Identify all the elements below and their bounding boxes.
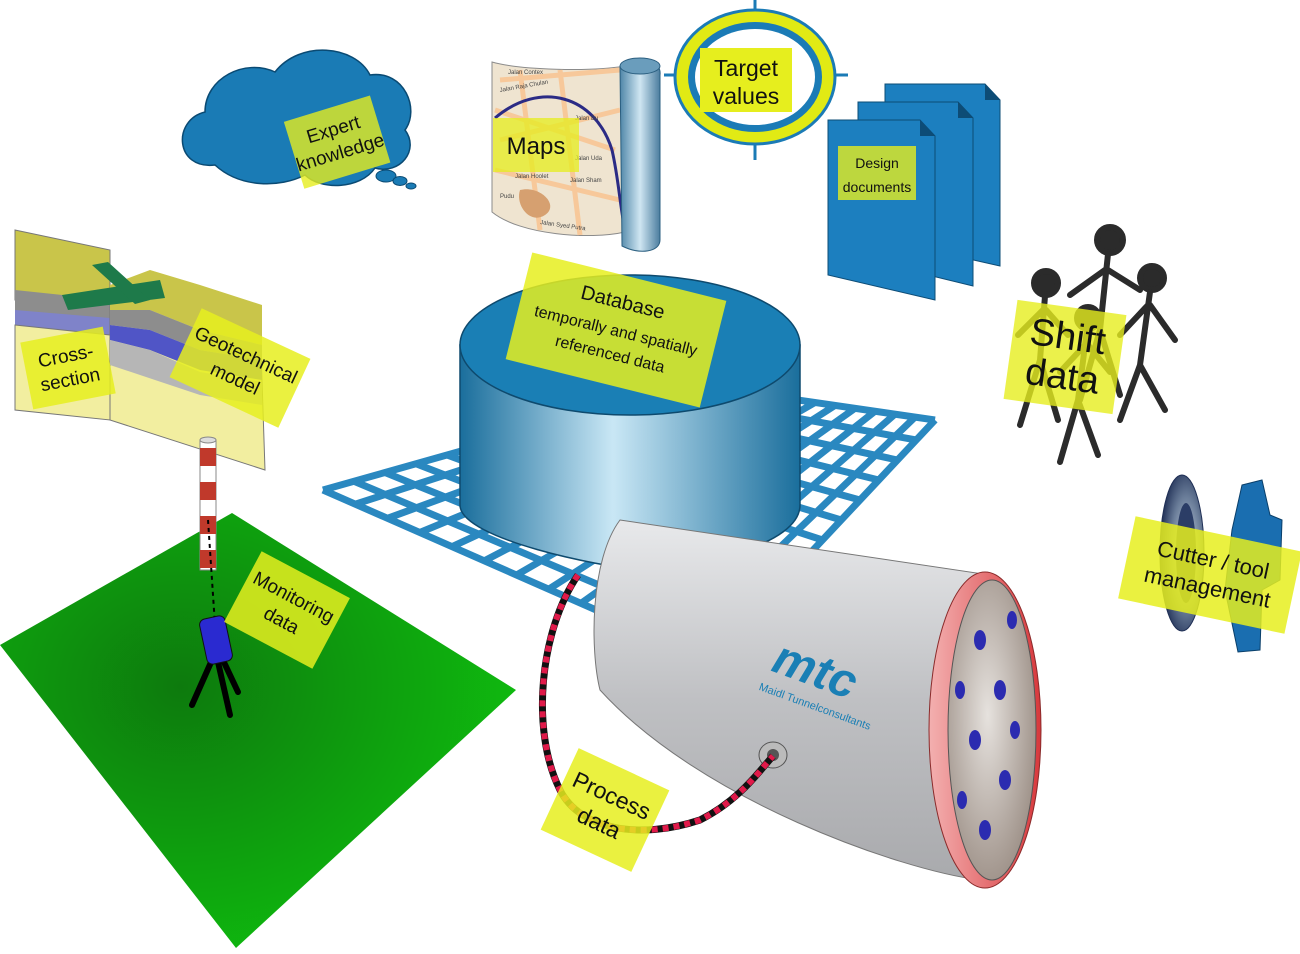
tunnel-boring-machine-icon <box>593 519 1042 889</box>
map-street-5: Jalan Hoolet <box>515 174 549 180</box>
label-expert-knowledge: Expert knowledge <box>283 95 391 189</box>
target-line-2: values <box>713 83 779 109</box>
map-street-1: Jalan Contex <box>508 70 543 76</box>
monitoring-station-icon <box>189 436 241 718</box>
target-line-1: Target <box>714 55 779 81</box>
label-maps: Maps <box>493 118 579 172</box>
label-shift-data: Shift data <box>1003 299 1127 415</box>
map-street-7: Pudu <box>500 194 514 200</box>
label-design-documents: Design documents <box>838 146 916 200</box>
label-cross-section: Cross- section <box>20 326 116 410</box>
label-cutter-tool-management: Cutter / tool management <box>1118 516 1300 634</box>
map-street-6: Jalan Sham <box>570 178 602 184</box>
workers-icon <box>1015 224 1178 465</box>
label-process-data: Process data <box>540 748 670 872</box>
ground-plane <box>0 513 516 948</box>
label-geotechnical-model: Geotechnical model <box>169 308 311 428</box>
design-line-1: Design <box>855 155 899 171</box>
map-street-3: Jalan Bu <box>575 116 598 122</box>
design-line-2: documents <box>843 179 911 195</box>
map-street-4: Jalan Uda <box>575 156 603 162</box>
label-target-values: Target values <box>700 48 792 112</box>
label-database: Database temporally and spatially refere… <box>505 252 727 408</box>
maps-text: Maps <box>507 133 566 160</box>
shift-line-2: data <box>1023 351 1103 403</box>
